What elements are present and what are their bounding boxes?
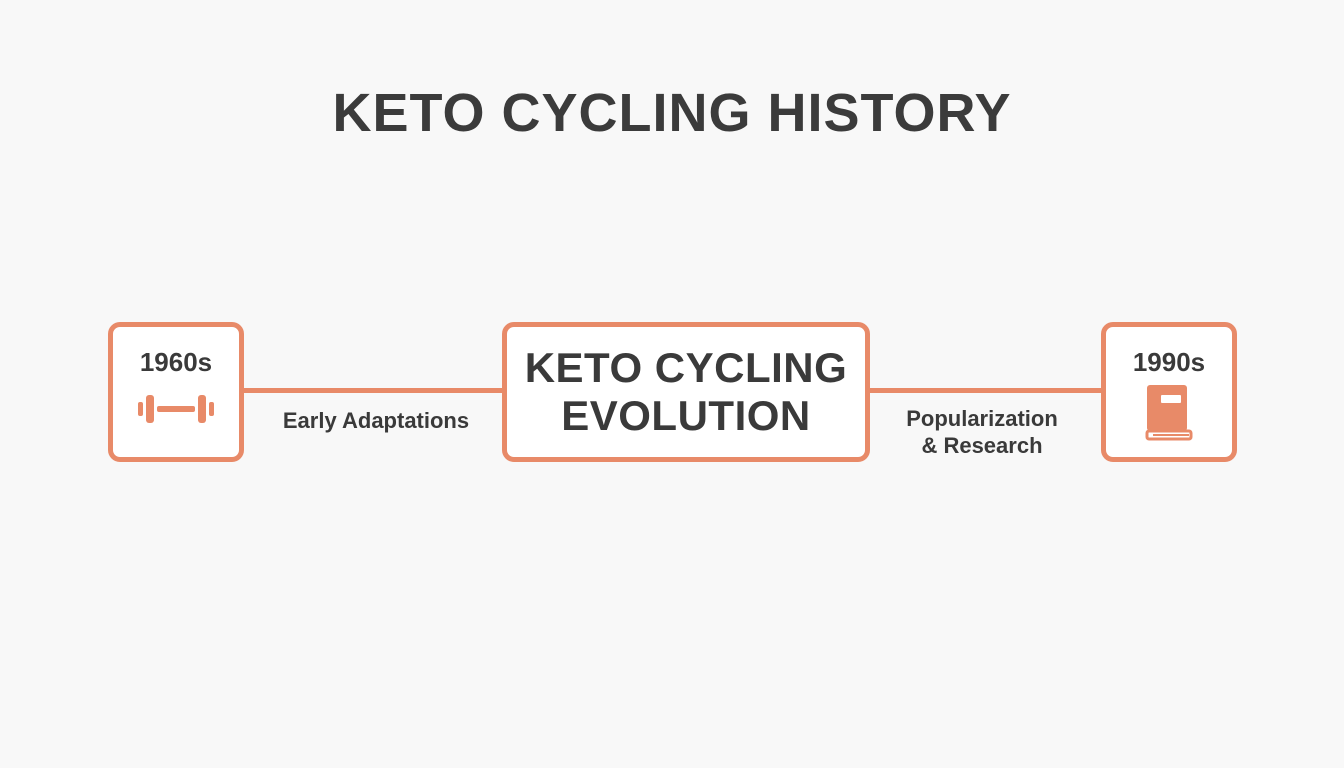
label-early-adaptations: Early Adaptations xyxy=(282,408,470,433)
dumbbell-icon xyxy=(136,391,216,432)
connector-left xyxy=(242,388,504,393)
node-1960s: 1960s xyxy=(108,322,244,462)
node-1990s: 1990s xyxy=(1101,322,1237,462)
center-title-line1: KETO CYCLING xyxy=(524,344,848,391)
book-icon xyxy=(1145,383,1193,446)
central-node: KETO CYCLING EVOLUTION xyxy=(502,322,870,462)
connector-right xyxy=(868,388,1103,393)
diagram-title: KETO CYCLING HISTORY xyxy=(332,83,1012,143)
node-year: 1960s xyxy=(139,347,213,377)
node-year: 1990s xyxy=(1132,347,1206,377)
label-popularization-research: Popularization & Research xyxy=(892,405,1072,459)
center-title-line2: EVOLUTION xyxy=(561,392,811,439)
label-line1: Popularization xyxy=(906,406,1058,431)
label-line2: & Research xyxy=(921,433,1043,458)
